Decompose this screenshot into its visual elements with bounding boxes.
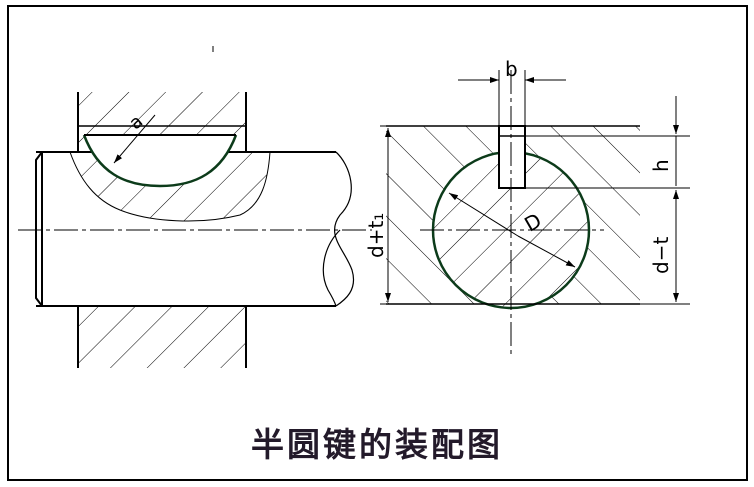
key-width-dimension: b: [458, 57, 566, 126]
hub-dimension-label: d+t₁: [364, 213, 388, 258]
hub-bottom-section: [77, 306, 247, 368]
shaft-dimension-label: d−t: [649, 237, 673, 274]
drawing-frame: [7, 5, 748, 481]
key-height-label: h: [649, 159, 673, 172]
key-height-dimension: h d−t: [525, 96, 690, 305]
cross-section-view: D b d+t₁ h d−t: [364, 57, 690, 356]
longitudinal-view: a: [18, 46, 372, 368]
key-width-label: b: [505, 57, 518, 81]
hub-dimension: d+t₁: [364, 125, 396, 305]
woodruff-key-section: [498, 125, 526, 189]
drawing-title: 半圆键的装配图: [251, 425, 503, 464]
woodruff-key-side: [82, 134, 238, 188]
